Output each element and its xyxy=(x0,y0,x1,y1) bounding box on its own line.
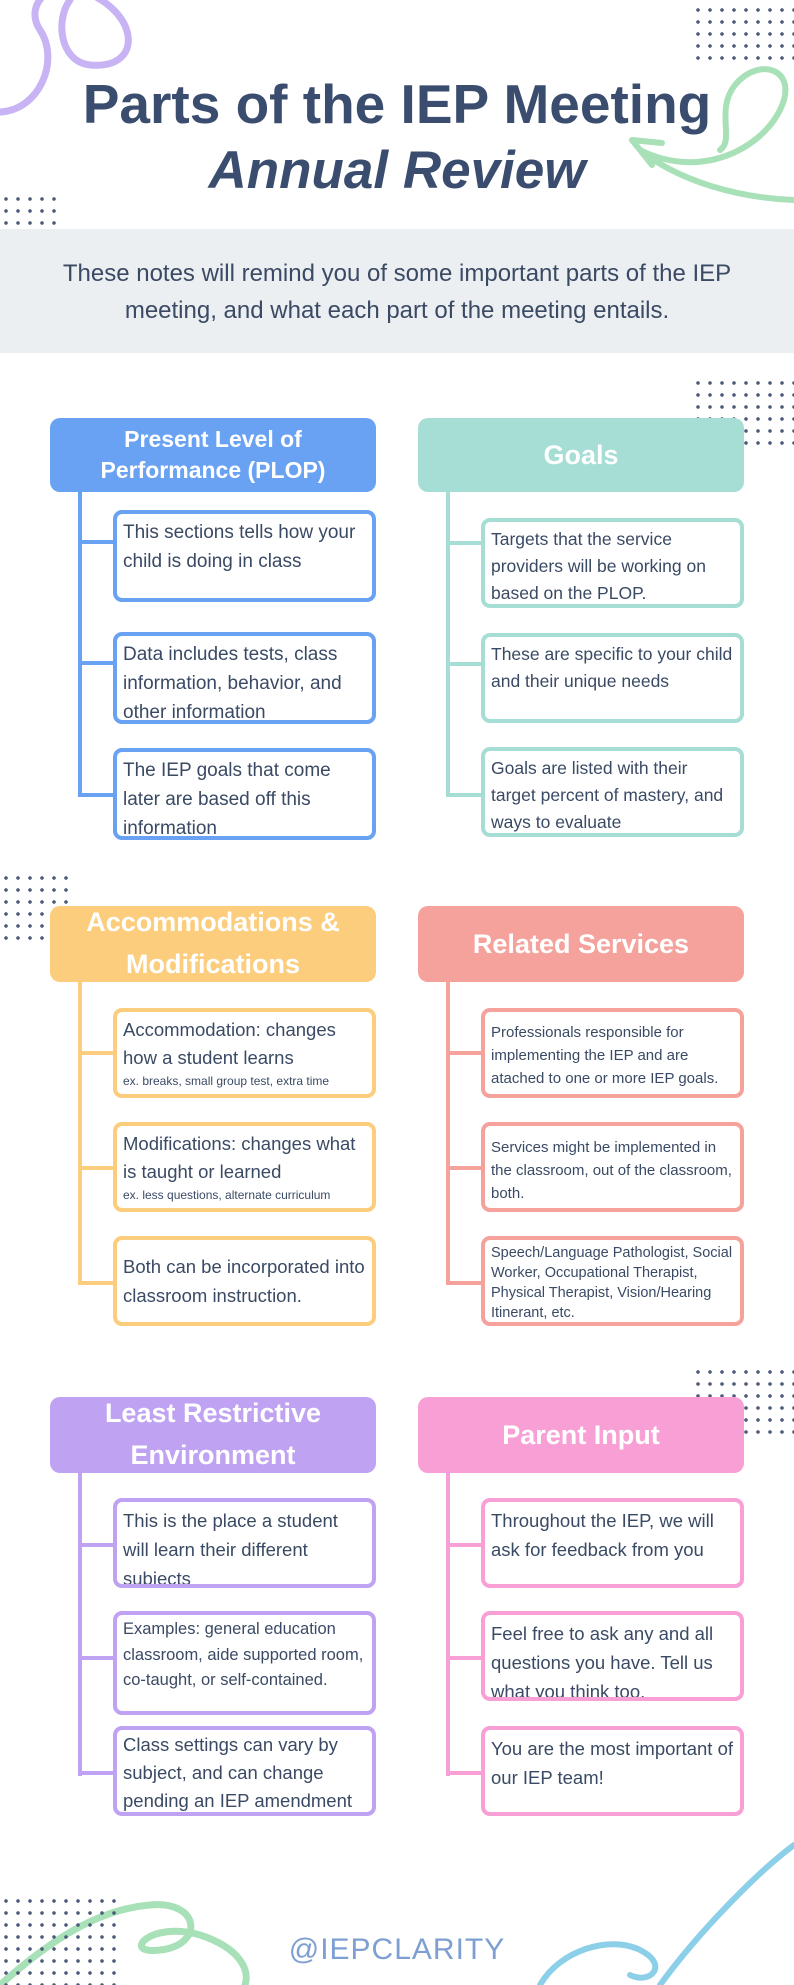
lre-note-3: Class settings can vary by subject, and … xyxy=(113,1726,376,1816)
accommodations-note-2: Modifications: changes what is taught or… xyxy=(113,1122,376,1212)
lre-note-3-text: Class settings can vary by subject, and … xyxy=(123,1734,353,1811)
plop-branch-1 xyxy=(78,540,114,544)
parent-input-title: Parent Input xyxy=(502,1419,660,1450)
intro-band xyxy=(0,229,794,353)
accommodations-note-1-example: ex. breaks, small group test, extra time xyxy=(123,1074,330,1088)
related-services-branch-3 xyxy=(446,1281,482,1285)
lre-note-2: Examples: general education classroom, a… xyxy=(113,1611,376,1715)
plop-note-3: The IEP goals that come later are based … xyxy=(113,748,376,840)
related-services-branch-1 xyxy=(446,1051,482,1055)
lre-title: Least Restrictive Environment xyxy=(104,1398,322,1470)
related-services-header: Related Services xyxy=(418,906,744,982)
plop-header: Present Level of Performance (PLOP) xyxy=(50,418,376,492)
accommodations-note-3: Both can be incorporated into classroom … xyxy=(113,1236,376,1326)
goals-header: Goals xyxy=(418,418,744,492)
accommodations-header: Accommodations & Modifications xyxy=(50,906,376,982)
goals-note-3: Goals are listed with their target perce… xyxy=(481,747,744,837)
goals-note-1: Targets that the service providers will … xyxy=(481,518,744,608)
lre-branch-3 xyxy=(78,1771,114,1775)
lre-branch-2 xyxy=(78,1656,114,1660)
goals-branch-3 xyxy=(446,793,482,797)
related-services-connector xyxy=(446,982,450,1285)
related-services-branch-2 xyxy=(446,1166,482,1170)
parent-input-note-2: Feel free to ask any and all questions y… xyxy=(481,1611,744,1701)
related-services-title: Related Services xyxy=(472,928,690,959)
lre-note-1: This is the place a student will learn t… xyxy=(113,1498,376,1588)
related-services-note-1-text: Professionals responsible for implementi… xyxy=(491,1024,719,1087)
page-subtitle: Annual Review xyxy=(208,141,586,200)
dot-pattern-top-right xyxy=(692,4,794,60)
goals-branch-1 xyxy=(446,541,482,545)
goals-note-1-text: Targets that the service providers will … xyxy=(491,529,706,603)
dot-pattern-bottom-left xyxy=(0,1895,124,1985)
parent-input-connector xyxy=(446,1473,450,1776)
parent-input-header: Parent Input xyxy=(418,1397,744,1473)
plop-branch-2 xyxy=(78,661,114,665)
intro-text: These notes will remind you of some impo… xyxy=(62,260,732,324)
parent-input-note-3: You are the most important of our IEP te… xyxy=(481,1726,744,1816)
plop-note-2: Data includes tests, class information, … xyxy=(113,632,376,724)
lre-note-1-text: This is the place a student will learn t… xyxy=(123,1510,338,1588)
parent-input-note-3-text: You are the most important of our IEP te… xyxy=(491,1738,734,1788)
goals-note-3-text: Goals are listed with their target perce… xyxy=(491,758,724,832)
goals-branch-2 xyxy=(446,662,482,666)
lre-connector xyxy=(78,1473,82,1776)
accommodations-branch-3 xyxy=(78,1281,114,1285)
related-services-note-3-text: Speech/Language Pathologist, Social Work… xyxy=(491,1245,733,1321)
accommodations-note-2-example: ex. less questions, alternate curriculum xyxy=(123,1188,331,1202)
related-services-note-2-text: Services might be implemented in the cla… xyxy=(491,1139,732,1202)
plop-title: Present Level of Performance (PLOP) xyxy=(100,425,326,483)
parent-input-note-2-text: Feel free to ask any and all questions y… xyxy=(491,1623,714,1701)
accommodations-note-1-text: Accommodation: changes how a student lea… xyxy=(123,1019,336,1068)
accommodations-branch-2 xyxy=(78,1166,114,1170)
parent-input-note-1-text: Throughout the IEP, we will ask for feed… xyxy=(491,1510,714,1560)
plop-branch-3 xyxy=(78,793,114,797)
goals-title: Goals xyxy=(543,439,619,470)
plop-note-3-text: The IEP goals that come later are based … xyxy=(123,760,331,839)
plop-note-1: This sections tells how your child is do… xyxy=(113,510,376,602)
plop-note-2-text: Data includes tests, class information, … xyxy=(123,644,342,723)
goals-note-2-text: These are specific to your child and the… xyxy=(491,644,733,691)
accommodations-note-3-text: Both can be incorporated into classroom … xyxy=(123,1256,365,1306)
parent-input-branch-2 xyxy=(446,1656,482,1660)
related-services-note-3: Speech/Language Pathologist, Social Work… xyxy=(481,1236,744,1326)
related-services-note-1: Professionals responsible for implementi… xyxy=(481,1008,744,1098)
page-title: Parts of the IEP Meeting xyxy=(82,73,712,135)
goals-connector xyxy=(446,492,450,796)
parent-input-note-1: Throughout the IEP, we will ask for feed… xyxy=(481,1498,744,1588)
parent-input-branch-1 xyxy=(446,1543,482,1547)
accommodations-note-1: Accommodation: changes how a student lea… xyxy=(113,1008,376,1098)
goals-note-2: These are specific to your child and the… xyxy=(481,633,744,723)
related-services-note-2: Services might be implemented in the cla… xyxy=(481,1122,744,1212)
lre-header: Least Restrictive Environment xyxy=(50,1397,376,1473)
parent-input-branch-3 xyxy=(446,1771,482,1775)
accommodations-branch-1 xyxy=(78,1051,114,1055)
footer-handle: @IEPCLARITY xyxy=(288,1933,506,1966)
lre-note-2-text: Examples: general education classroom, a… xyxy=(123,1620,364,1689)
accommodations-title: Accommodations & Modifications xyxy=(86,907,340,979)
plop-note-1-text: This sections tells how your child is do… xyxy=(123,522,356,572)
plop-connector xyxy=(78,492,82,796)
accommodations-note-2-text: Modifications: changes what is taught or… xyxy=(123,1133,356,1182)
accommodations-connector xyxy=(78,982,82,1285)
lre-branch-1 xyxy=(78,1543,114,1547)
